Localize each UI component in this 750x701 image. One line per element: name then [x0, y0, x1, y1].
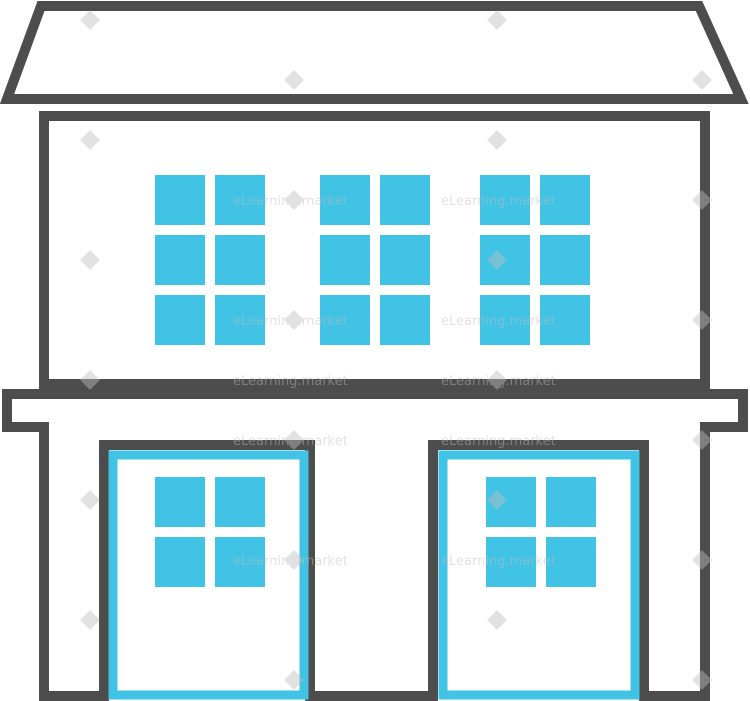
window-pane	[320, 175, 370, 225]
roof-outline	[0, 1, 749, 104]
right-garage-door	[438, 450, 640, 700]
watermark-logo: eLearning.market	[441, 314, 556, 329]
upper-floor	[39, 111, 710, 389]
window-pane	[215, 175, 265, 225]
watermark-diamond-icon	[692, 70, 712, 90]
window-pane	[480, 295, 530, 345]
window-pane	[155, 537, 205, 587]
upper-window-grid	[155, 175, 590, 345]
window-pane	[380, 295, 430, 345]
watermark-diamond-icon	[80, 610, 100, 630]
left-garage-door	[108, 450, 309, 700]
window-pane	[546, 477, 596, 527]
right-door-window-grid	[486, 477, 596, 587]
watermark-diamond-icon	[487, 250, 507, 270]
watermark-diamond-icon	[487, 10, 507, 30]
watermark-logo: eLearning.market	[441, 374, 556, 389]
watermark-logo: eLearning.market	[441, 194, 556, 209]
watermark-logo: eLearning.market	[441, 434, 556, 449]
window-pane	[480, 175, 530, 225]
watermark-logo: eLearning.market	[233, 194, 348, 209]
watermark-diamond-icon	[487, 130, 507, 150]
watermark-diamond-icon	[284, 550, 304, 570]
watermark-logo: eLearning.market	[233, 374, 348, 389]
watermark-diamond-icon	[80, 490, 100, 510]
window-pane	[480, 235, 530, 285]
watermark-logo: eLearning.market	[233, 554, 348, 569]
window-icon	[155, 175, 265, 345]
watermark-logo: eLearning.market	[441, 554, 556, 569]
ground-floor	[2, 389, 748, 701]
window-pane	[320, 295, 370, 345]
window-pane	[155, 295, 205, 345]
watermark-diamond-icon	[80, 10, 100, 30]
watermark-diamond-icon	[80, 130, 100, 150]
watermark-overlay: eLearning.market eLearning.market eLearnin…	[80, 10, 712, 690]
window-pane	[215, 235, 265, 285]
window-pane	[155, 175, 205, 225]
watermark-diamond-icon	[284, 670, 304, 690]
watermark-diamond-icon	[692, 670, 712, 690]
window-pane	[486, 477, 536, 527]
window-pane	[155, 477, 205, 527]
window-pane	[486, 537, 536, 587]
upper-floor-outline	[39, 111, 710, 389]
watermark-diamond-icon	[692, 430, 712, 450]
watermark-diamond-icon	[487, 490, 507, 510]
watermark-diamond-icon	[487, 610, 507, 630]
watermark-diamond-icon	[284, 190, 304, 210]
watermark-diamond-icon	[80, 250, 100, 270]
window-pane	[215, 295, 265, 345]
roof-icon	[0, 1, 749, 104]
watermark-diamond-icon	[487, 370, 507, 390]
window-pane	[540, 235, 590, 285]
watermark-diamond-icon	[692, 310, 712, 330]
window-pane	[215, 477, 265, 527]
window-pane	[540, 295, 590, 345]
window-pane	[155, 235, 205, 285]
watermark-diamond-icon	[284, 70, 304, 90]
window-icon	[480, 175, 590, 345]
window-pane	[546, 537, 596, 587]
window-icon	[320, 175, 430, 345]
window-pane	[320, 235, 370, 285]
watermark-diamond-icon	[80, 370, 100, 390]
garage-door-icon	[108, 450, 309, 700]
window-icon	[486, 477, 596, 587]
window-icon	[155, 477, 265, 587]
watermark-diamond-icon	[284, 310, 304, 330]
watermark-diamond-icon	[692, 550, 712, 570]
watermark-diamond-icon	[284, 430, 304, 450]
window-pane	[380, 175, 430, 225]
watermark-logo: eLearning.market	[233, 314, 348, 329]
window-pane	[540, 175, 590, 225]
ground-floor-outline	[2, 389, 748, 701]
garage-door-icon	[438, 450, 640, 700]
window-pane	[380, 235, 430, 285]
watermark-logo: eLearning.market	[233, 434, 348, 449]
left-door-window-grid	[155, 477, 265, 587]
window-pane	[215, 537, 265, 587]
